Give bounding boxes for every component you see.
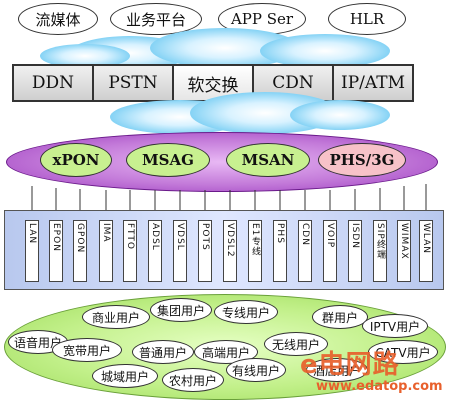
access-node-xpon: xPON	[40, 143, 112, 177]
user-ordinary: 普通用户	[132, 340, 194, 364]
port-wimax: WIMAX	[397, 220, 411, 282]
port-cdn: CDN	[298, 220, 312, 282]
port-phs: PHS	[273, 220, 287, 282]
service-hlr: HLR	[328, 3, 406, 35]
port-lan: LAN	[25, 220, 39, 282]
network-pstn: PSTN	[94, 66, 174, 100]
port-wlan: WLAN	[419, 220, 433, 282]
access-node-phs-3g: PHS/3G	[318, 143, 406, 177]
access-node-msan: MSAN	[226, 143, 310, 177]
port-ftto: FTTO	[123, 220, 137, 282]
user-wireless: 无线用户	[264, 332, 328, 356]
port-vdsl2: VDSL2	[223, 220, 237, 282]
user-leased-line: 专线用户	[214, 300, 278, 324]
user-cable: 有线用户	[226, 358, 286, 382]
port-voip: VOIP	[323, 220, 337, 282]
port-gpon: GPON	[73, 220, 87, 282]
port-sip-terminal: SIP终端	[373, 220, 387, 282]
port-vdsl: VDSL	[173, 220, 187, 282]
service-streaming: 流媒体	[18, 3, 98, 35]
user-rural: 农村用户	[162, 368, 224, 392]
user-broadband: 宽带用户	[52, 338, 122, 362]
network-softswitch: 软交换	[174, 66, 254, 100]
network-ip-atm: IP/ATM	[334, 66, 412, 100]
user-catv: CATV用户	[368, 340, 438, 364]
watermark-url: www.edatop.com	[316, 379, 443, 394]
network-ddn: DDN	[14, 66, 94, 100]
user-hotel: 酒店用户	[306, 358, 368, 382]
access-node-msag: MSAG	[126, 143, 210, 177]
port-isdn: ISDN	[348, 220, 362, 282]
user-metro: 城域用户	[92, 364, 158, 388]
port-adsl: ADSL	[148, 220, 162, 282]
port-ima: IMA	[99, 220, 113, 282]
port-e1: E1专线	[248, 220, 262, 282]
network-layer-bar: DDN PSTN 软交换 CDN IP/ATM	[12, 64, 414, 102]
watermark-logo: e电网路	[300, 350, 400, 380]
user-business: 商业用户	[82, 305, 150, 329]
user-iptv: IPTV用户	[362, 314, 428, 338]
port-epon: EPON	[49, 220, 63, 282]
user-group: 集团用户	[150, 298, 212, 322]
user-group-2: 群用户	[312, 305, 368, 329]
port-pots: POTS	[198, 220, 212, 282]
